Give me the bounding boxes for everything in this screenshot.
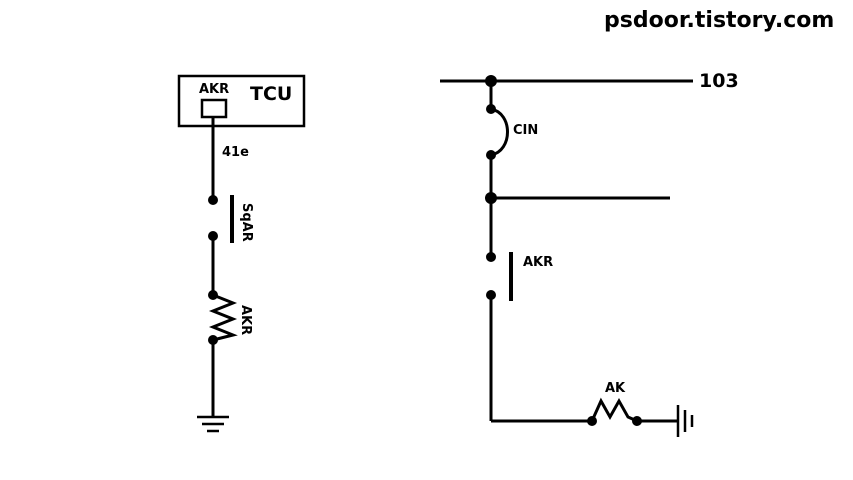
wire-41e-label: 41e [222, 145, 249, 160]
sqar-contact-label: SqAR [239, 203, 254, 242]
node-akr-coil-bottom [208, 335, 218, 345]
node-cin-top [486, 104, 496, 114]
akr-relay-label: AKR [199, 82, 229, 97]
right-circuit [440, 79, 694, 437]
node-bus-junction [485, 75, 497, 87]
node-akr-bottom [486, 290, 496, 300]
node-cin-bottom [486, 150, 496, 160]
node-sqar-top [208, 195, 218, 205]
node-ak-right [632, 416, 642, 426]
akr-coil-zigzag [208, 293, 238, 342]
akr-coil-label: AKR [238, 305, 253, 335]
cin-label: CIN [513, 123, 538, 138]
akr-relay-box [200, 98, 228, 119]
tcu-box [177, 74, 306, 128]
cin-jumper-arc [490, 107, 509, 157]
ak-coil-label: AK [605, 381, 626, 396]
akr-contact-label: AKR [523, 255, 553, 270]
node-akr-coil-top [208, 290, 218, 300]
left-circuit [177, 74, 306, 433]
node-branch-junction [485, 192, 497, 204]
node-ak-left [587, 416, 597, 426]
tcu-label: TCU [250, 83, 292, 105]
node-akr-top [486, 252, 496, 262]
watermark: psdoor.tistory.com [604, 8, 835, 33]
left-circuit-nodes [208, 195, 218, 345]
bus-103-label: 103 [699, 70, 739, 92]
right-circuit-nodes [485, 75, 642, 426]
ak-coil-zigzag [590, 397, 638, 423]
node-sqar-bottom [208, 231, 218, 241]
